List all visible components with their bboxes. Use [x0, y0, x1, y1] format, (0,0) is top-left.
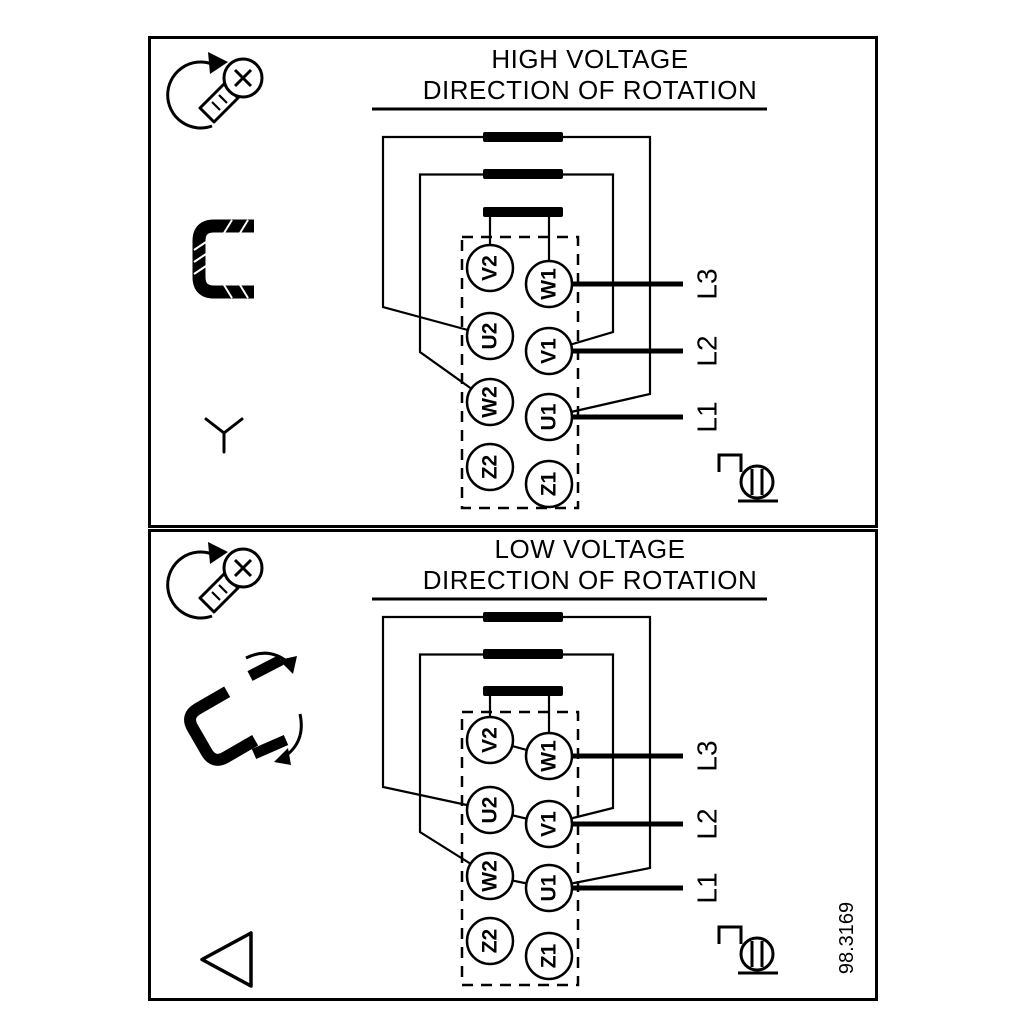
terminal-label: U1	[538, 403, 561, 430]
terminal-circle	[524, 459, 574, 509]
delta-symbol-icon	[200, 931, 253, 988]
line-label-l1: L1	[692, 872, 723, 903]
wire	[418, 173, 491, 403]
panel-title: HIGH VOLTAGE	[491, 44, 688, 74]
terminal-label: W1	[538, 740, 561, 772]
panel-border	[148, 529, 878, 1001]
terminal-lv-w1: W1	[524, 731, 574, 781]
terminal-hv-u1: U1	[524, 392, 574, 442]
terminals-low-voltage: V2 U2 W2 Z2 W1 V1	[465, 715, 574, 981]
terminal-label: Z2	[479, 455, 502, 480]
terminal-label: W2	[479, 860, 502, 892]
terminal-label: V1	[538, 338, 561, 364]
jumper-bar	[483, 686, 563, 696]
jumper-bars	[483, 132, 563, 217]
terminal-circle	[465, 311, 515, 361]
terminal-label: V2	[479, 255, 502, 281]
terminal-label: V1	[538, 811, 561, 837]
terminal-circle	[465, 785, 515, 835]
line-label-l2: L2	[692, 335, 723, 366]
panel-border	[148, 36, 878, 528]
terminal-hv-z2: Z2	[465, 442, 515, 492]
line-label-l3: L3	[692, 740, 723, 771]
line-label-l1: L1	[692, 401, 723, 432]
wire	[548, 615, 652, 890]
terminal-circle	[465, 442, 515, 492]
jumper-bar	[483, 612, 563, 622]
terminal-lv-v1: V1	[524, 799, 574, 849]
panel-title: LOW VOLTAGE	[495, 534, 686, 564]
terminal-lv-u1: U1	[524, 863, 574, 913]
terminal-lv-w2: W2	[465, 851, 515, 901]
terminal-label: Z1	[538, 471, 561, 496]
terminal-label: U2	[479, 323, 502, 350]
wire	[548, 135, 652, 419]
jumper-bar	[483, 649, 563, 659]
terminal-screw-icon	[717, 925, 780, 975]
jumper-bracket-icon	[192, 219, 254, 299]
wire	[381, 135, 491, 338]
terminal-label: W2	[479, 386, 502, 418]
wire	[548, 653, 615, 826]
terminal-hv-v1: V1	[524, 326, 574, 376]
terminal-board-outline	[460, 235, 580, 510]
screw-torque-icon	[166, 540, 264, 620]
terminal-hv-v2: V2	[465, 243, 515, 293]
terminal-label: U1	[538, 874, 561, 901]
terminal-circle	[465, 916, 515, 966]
terminal-label: Z1	[538, 943, 561, 968]
terminal-hv-u2: U2	[465, 311, 515, 361]
line-label-l2: L2	[692, 808, 723, 839]
terminal-label: W1	[538, 268, 561, 300]
terminal-circle	[465, 377, 515, 427]
wire	[418, 653, 491, 877]
drawing-number: 98.3169	[836, 902, 858, 974]
jumper-bar	[483, 207, 563, 217]
panel-subtitle: DIRECTION OF ROTATION	[423, 75, 758, 105]
terminal-label: V2	[479, 727, 502, 753]
terminal-circle	[524, 931, 574, 981]
star-symbol-icon	[204, 417, 244, 454]
terminal-hv-z1: Z1	[524, 459, 574, 509]
terminal-label: U2	[479, 797, 502, 824]
jumper-bar	[483, 132, 563, 142]
jumper-rearrange-icon	[184, 651, 303, 766]
terminal-circle	[465, 715, 515, 765]
panel-subtitle: DIRECTION OF ROTATION	[423, 565, 758, 595]
wire	[548, 173, 615, 353]
line-label-l3: L3	[692, 268, 723, 299]
panel-low-voltage: LOW VOLTAGE DIRECTION OF ROTATION V2	[148, 529, 878, 1001]
terminal-circle	[465, 243, 515, 293]
jumper-bars	[483, 612, 563, 696]
wiring-high-voltage	[381, 135, 652, 419]
terminals-high-voltage: V2 U2 W2 Z2 W1 V1	[465, 243, 574, 509]
wire	[381, 615, 491, 812]
supply-lines-low-voltage: L3 L2 L1	[572, 740, 723, 904]
terminal-board-outline	[460, 710, 580, 987]
supply-lines-high-voltage: L3 L2 L1	[572, 268, 723, 433]
terminal-hv-w2: W2	[465, 377, 515, 427]
terminal-hv-w1: W1	[524, 259, 574, 309]
terminal-lv-v2: V2	[465, 715, 515, 765]
terminal-lv-z1: Z1	[524, 931, 574, 981]
terminal-screw-icon	[717, 453, 780, 503]
terminal-lv-z2: Z2	[465, 916, 515, 966]
terminal-label: Z2	[479, 929, 502, 954]
terminal-lv-u2: U2	[465, 785, 515, 835]
screw-torque-icon	[166, 50, 264, 130]
terminal-circle	[465, 851, 515, 901]
panel-high-voltage: HIGH VOLTAGE DIRECTION OF ROTATION V2 U	[148, 36, 878, 528]
jumper-bar	[483, 169, 563, 179]
